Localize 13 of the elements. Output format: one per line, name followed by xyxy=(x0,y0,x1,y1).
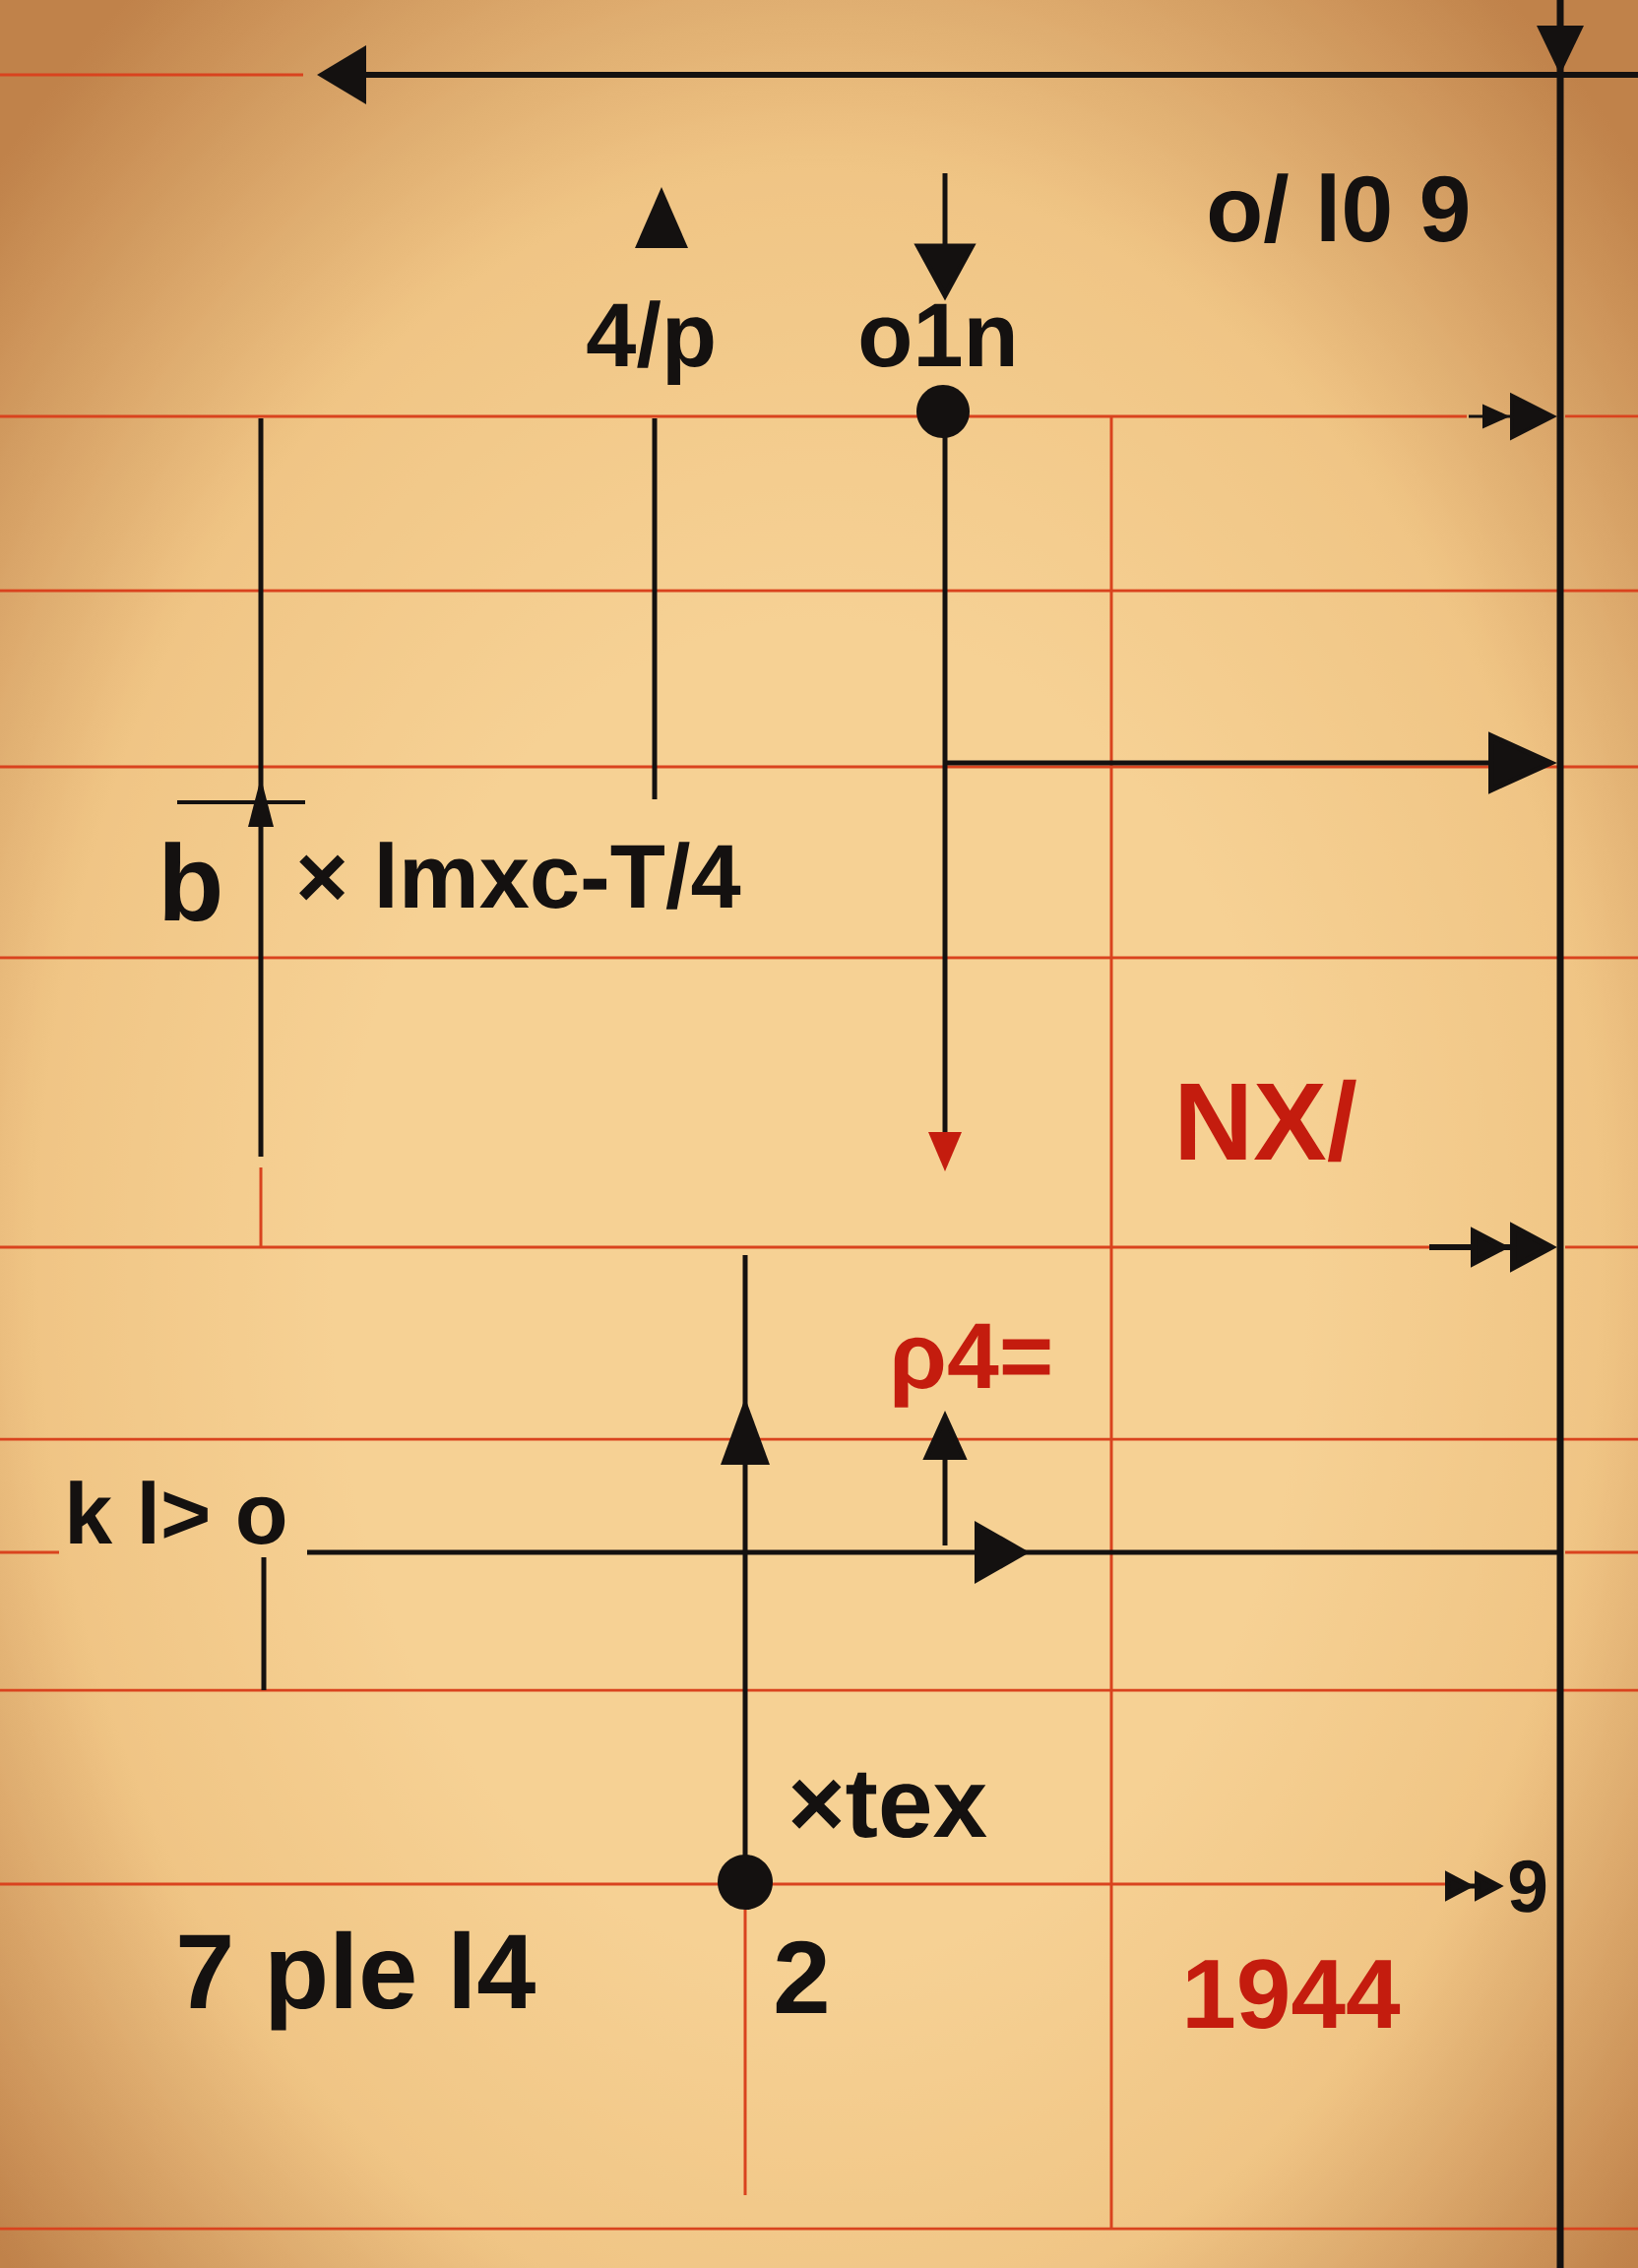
text-label: NX/ xyxy=(1180,1079,1356,1163)
text-label: ρ4= xyxy=(894,1323,1050,1408)
text-label: 1944 xyxy=(1187,1959,1401,2029)
text-label: 7 ple l4 xyxy=(179,1930,536,2031)
text-label: o1n xyxy=(860,303,1014,367)
text-label: b xyxy=(164,842,220,922)
text-label: × lmxc-T/4 xyxy=(299,842,741,910)
text-label: 4/p xyxy=(587,300,714,386)
text-label: ×tex xyxy=(791,1772,987,1838)
text-label: o/ l0 9 xyxy=(1209,173,1468,243)
text-label: 9 xyxy=(1509,1859,1546,1913)
text-label: 2 xyxy=(776,1940,827,2013)
text-label: k l> o xyxy=(70,1480,285,1544)
